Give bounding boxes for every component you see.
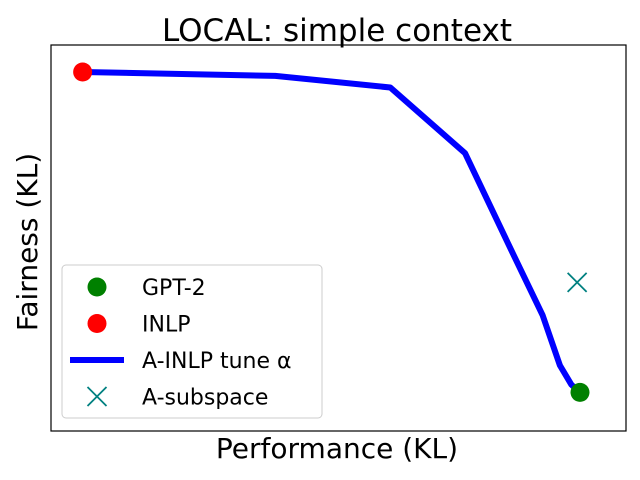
legend-entry-a-inlp-tune: A-INLP tune α — [70, 349, 292, 374]
series-point-inlp — [73, 62, 93, 82]
x-axis-label: Performance (KL) — [216, 432, 458, 465]
plot-area-frame — [50, 44, 627, 432]
x-marker-stroke — [86, 386, 108, 407]
legend-entry-inlp: INLP — [87, 313, 190, 338]
x-marker-stroke — [566, 272, 588, 293]
series-line-a-inlp-tune — [82, 69, 583, 395]
series-point-gpt-2 — [570, 382, 590, 402]
y-axis-label: Fairness (KL) — [11, 153, 44, 331]
legend-swatch-inlp — [87, 314, 107, 333]
legend-label-inlp: INLP — [142, 313, 190, 338]
legend-box — [61, 264, 323, 419]
series-point-a-subspace — [566, 272, 588, 293]
legend-entry-gpt-2: GPT-2 — [87, 276, 206, 301]
chart-title: LOCAL: simple context — [162, 13, 512, 49]
legend-label-a-inlp-tune: A-INLP tune α — [142, 349, 292, 374]
legend-label-gpt-2: GPT-2 — [142, 276, 206, 301]
legend-swatch-gpt-2 — [87, 277, 107, 297]
legend-entry-a-subspace: A-subspace — [86, 386, 268, 411]
legend-label-a-subspace: A-subspace — [142, 386, 268, 411]
data-marks — [73, 62, 590, 402]
legend-swatch-a-subspace — [86, 386, 108, 407]
